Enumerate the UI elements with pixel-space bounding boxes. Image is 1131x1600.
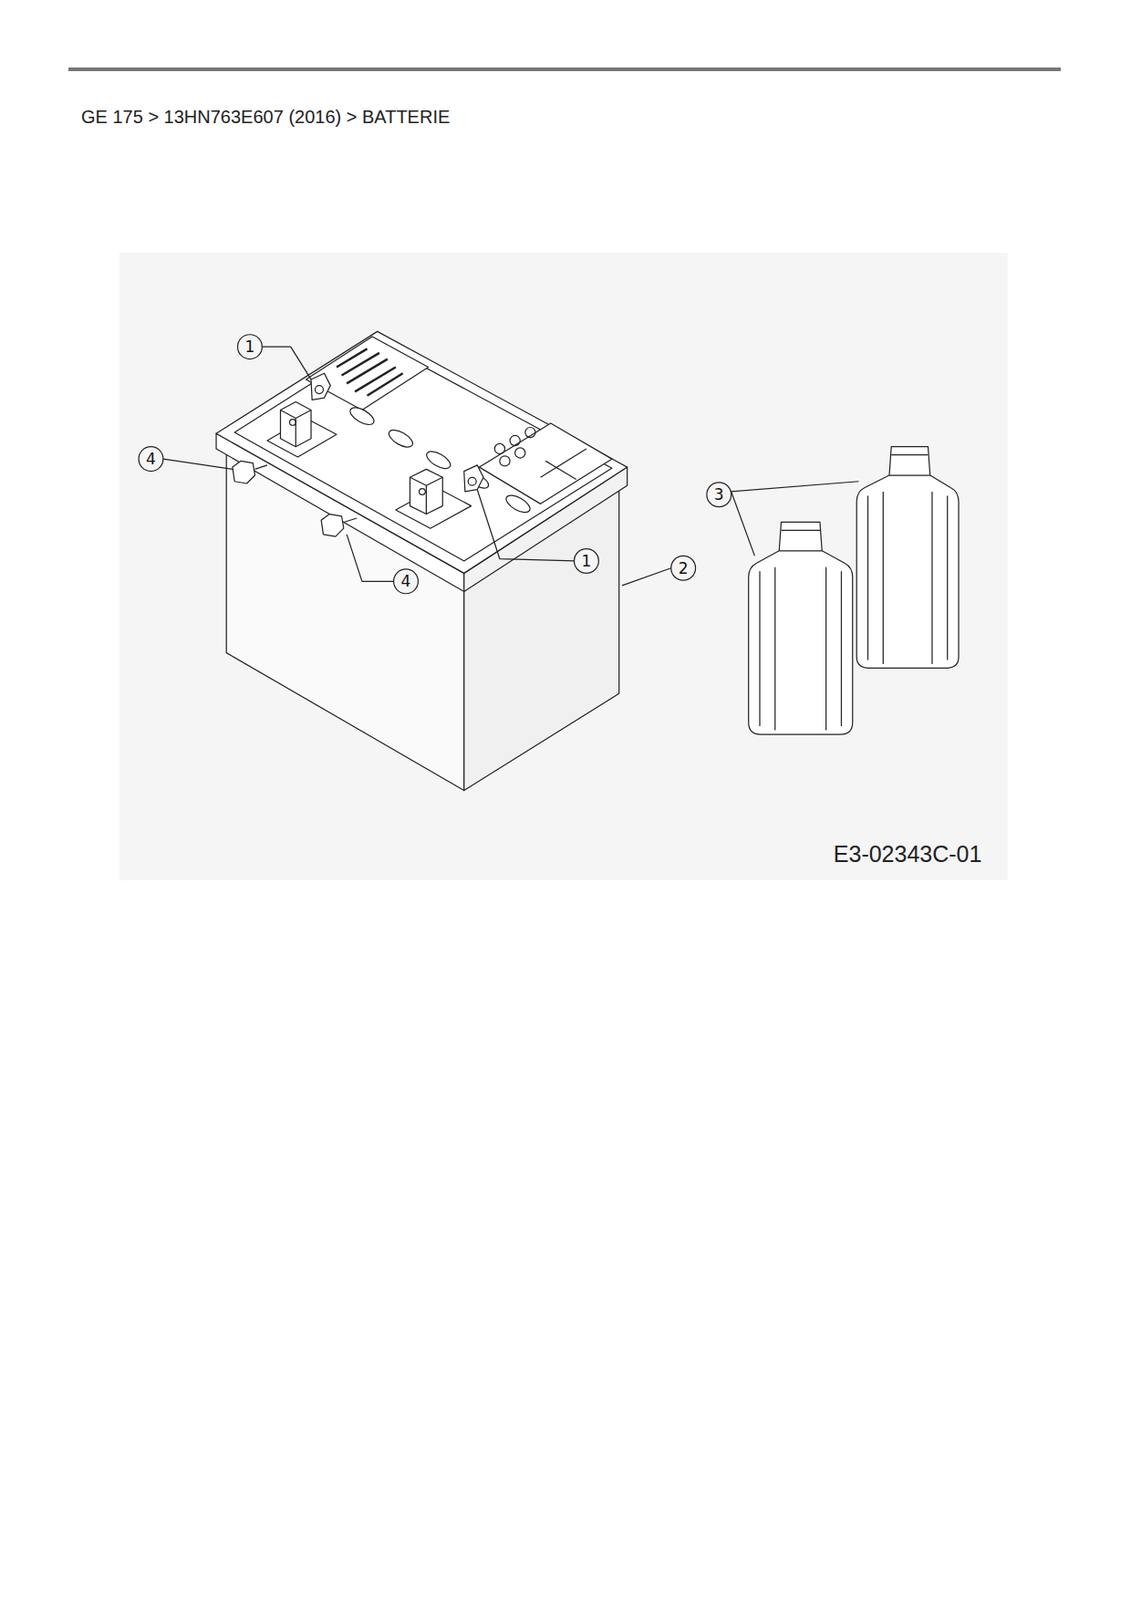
lid-rim	[234, 342, 613, 561]
callout-number: 4	[401, 573, 412, 590]
exploded-view	[119, 252, 1008, 881]
callout-leaders	[138, 334, 859, 594]
acid-bottle	[748, 446, 959, 735]
sticker-text	[336, 348, 404, 395]
warning-sticker	[479, 423, 613, 504]
figure-panel	[119, 252, 1008, 881]
callout-number: 2	[678, 560, 689, 576]
plug	[232, 460, 357, 537]
callout-number: 1	[245, 339, 256, 355]
terminal-right	[395, 468, 472, 529]
callout-number: 3	[714, 487, 725, 503]
figure-code: E3-02343C-01	[833, 841, 983, 865]
header-rule	[68, 67, 1061, 72]
callout-number: 1	[581, 552, 592, 569]
breadcrumb-title: GE 175 > 13HN763E607 (2016) > BATTERIE	[81, 107, 450, 126]
battery-sticker	[305, 336, 428, 411]
vent-caps	[347, 404, 533, 516]
lid-top	[216, 331, 628, 573]
warning-cross	[540, 448, 587, 480]
vent-elbow	[311, 373, 484, 492]
terminal-left	[267, 402, 337, 457]
callout-number: 4	[145, 451, 156, 467]
